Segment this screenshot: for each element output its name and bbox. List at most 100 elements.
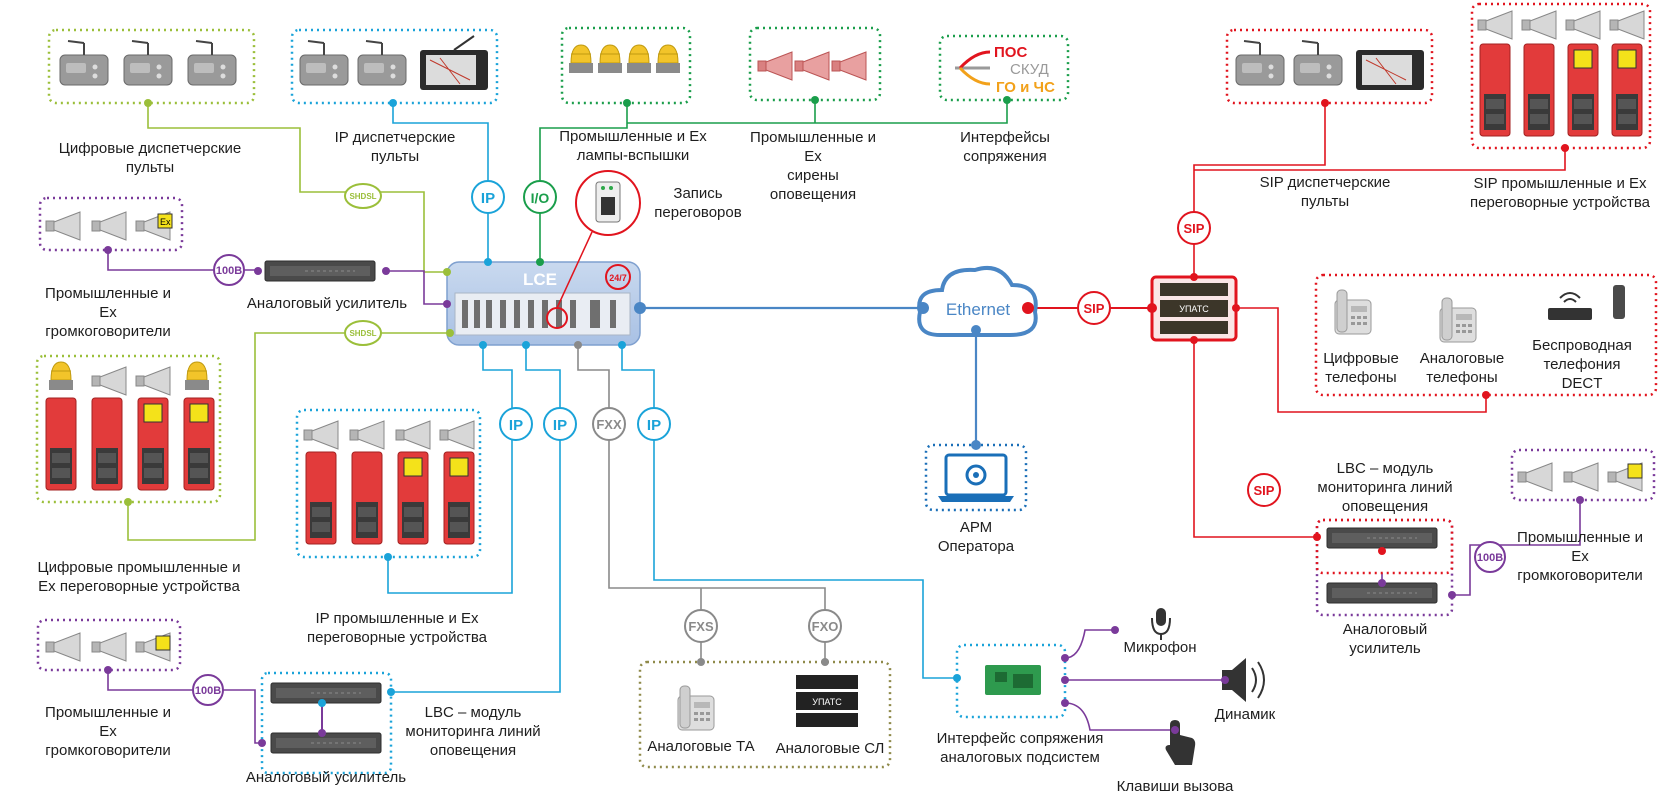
line-speakers-right — [1452, 500, 1581, 596]
svg-text:I/O: I/O — [531, 190, 550, 206]
line-lbc-left — [391, 345, 561, 693]
loudspeaker-icon — [439, 420, 475, 450]
group-speakers-left-bottom — [36, 618, 182, 672]
svg-text:SIP: SIP — [1184, 221, 1205, 236]
label-sirens: Промышленные и Ex сирены оповещения — [750, 129, 876, 203]
intercom-post-icon — [1479, 43, 1511, 137]
svg-text:100В: 100В — [1477, 552, 1503, 564]
label-lbc-right: LBC – модуль мониторинга линий оповещени… — [1317, 460, 1453, 515]
label-speakers-left-bottom: Промышленные и Ex громкоговорители — [45, 704, 171, 759]
label-call-keys: Клавиши вызова — [1116, 778, 1234, 795]
flash-lamp-icon — [48, 361, 74, 391]
upats-server-label: УПАТС — [1179, 304, 1209, 314]
label-sip-consoles: SIP диспетчерские пульты — [1259, 174, 1391, 210]
loudspeaker-icon — [1563, 462, 1599, 492]
label-analog-phones: Аналоговые телефоны — [1419, 350, 1505, 386]
lce-controller: LCE 24/7 — [446, 261, 641, 346]
badge-sip-lbc: SIP — [1247, 473, 1281, 507]
badge-fxx: FXX — [592, 407, 626, 441]
line-ip-consoles — [392, 103, 489, 262]
analog-amplifier-icon — [264, 260, 376, 282]
group-ip-consoles — [290, 28, 499, 105]
recording-icon — [556, 170, 641, 309]
label-analog-sl: Аналоговые СЛ — [775, 740, 885, 757]
svg-text:SIP: SIP — [1254, 483, 1275, 498]
lbc-module-icon — [1326, 527, 1438, 549]
label-flash-lamps: Промышленные и Ex лампы-вспышки — [559, 128, 707, 164]
digital-phone-icon — [1334, 289, 1372, 335]
line-sip-intercoms — [1194, 148, 1566, 171]
loudspeaker-icon — [349, 420, 385, 450]
badge-fxo: FXO — [808, 609, 842, 643]
svg-text:FXX: FXX — [596, 417, 622, 432]
microphone-icon — [1151, 608, 1171, 640]
label-sip-intercoms: SIP промышленные и Ex переговорные устро… — [1470, 175, 1650, 211]
svg-text:IP: IP — [481, 190, 495, 207]
upats-label: УПАТС — [812, 697, 842, 707]
interface-item-go: ГО и ЧС — [996, 79, 1055, 96]
label-interfaces: Интерфейсы сопряжения — [960, 129, 1050, 165]
group-arm — [924, 443, 1028, 512]
loudspeaker-icon — [1517, 462, 1553, 492]
group-digital-consoles — [47, 28, 256, 105]
intercom-post-icon — [45, 397, 77, 491]
gear-icon — [965, 464, 987, 486]
badge-shdsl-bottom: SHDSL — [344, 320, 382, 346]
upats-icon — [796, 675, 858, 689]
badge-sip-main: SIP — [1077, 291, 1111, 325]
flash-lamp-icon — [568, 44, 594, 74]
dect-handset-icon — [1613, 285, 1625, 319]
group-speakers-left-top: Ex — [38, 196, 184, 252]
group-phones — [1314, 273, 1658, 397]
flash-lamp-icon — [184, 361, 210, 391]
svg-text:IP: IP — [647, 417, 661, 434]
svg-text:SHDSL: SHDSL — [349, 192, 376, 201]
label-ip-intercoms: IP промышленные и Ex переговорные устрой… — [307, 610, 487, 646]
call-keys-icon — [1165, 720, 1196, 765]
loudspeaker-icon — [1477, 10, 1513, 40]
label-amp-right: Аналоговый усилитель — [1342, 621, 1428, 657]
analog-phone-icon — [1439, 297, 1477, 343]
loudspeaker-icon — [45, 632, 81, 662]
console-icon — [1293, 40, 1343, 86]
label-microphone: Микрофон — [1123, 639, 1197, 656]
group-digital-intercoms — [35, 354, 222, 504]
label-arm: АРМ Оператора — [937, 519, 1015, 555]
group-ip-intercoms — [295, 408, 482, 559]
group-flash-lamps — [560, 26, 692, 105]
laptop-icon — [944, 453, 1008, 497]
svg-text:SIP: SIP — [1084, 301, 1105, 316]
line-speakers-left-bottom — [107, 670, 262, 744]
console-icon — [187, 40, 237, 86]
label-digital-intercoms: Цифровые промышленные и Ex переговорные … — [37, 559, 241, 595]
interface-item-skud: СКУД — [1010, 61, 1049, 78]
line-lbc-right — [1193, 340, 1317, 538]
badge-ip-intercoms: IP — [499, 407, 533, 441]
badge-io: I/O — [523, 180, 557, 214]
label-speaker: Динамик — [1214, 706, 1276, 723]
upats-server: УПАТС — [1150, 275, 1238, 342]
label-ip-consoles: IP диспетчерские пульты — [334, 129, 456, 165]
badge-sip-top: SIP — [1177, 211, 1211, 245]
console-icon — [59, 40, 109, 86]
group-analog-devices: УПАТС — [638, 660, 892, 769]
loudspeaker-icon — [1565, 10, 1601, 40]
label-recording: Запись переговоров — [654, 185, 742, 221]
flash-lamp-icon — [655, 44, 681, 74]
lbc-module-icon — [270, 682, 382, 704]
label-digital-consoles: Цифровые диспетчерские пульты — [58, 140, 242, 176]
loudspeaker-icon — [91, 211, 127, 241]
loudspeaker-icon — [91, 632, 127, 662]
line-ip-intercoms — [387, 345, 513, 594]
badge-100v-left-bottom: 100В — [192, 674, 224, 706]
line-analog-interface — [621, 345, 957, 679]
group-analog-interface — [955, 643, 1067, 719]
group-speakers-right — [1510, 448, 1656, 502]
siren-icon — [794, 51, 830, 81]
interface-item-pos: ПОС — [994, 44, 1027, 61]
ethernet-label: Ethernet — [946, 300, 1011, 319]
siren-icon — [831, 51, 867, 81]
line-phones — [1236, 307, 1487, 413]
24-7-badge: 24/7 — [605, 264, 631, 290]
